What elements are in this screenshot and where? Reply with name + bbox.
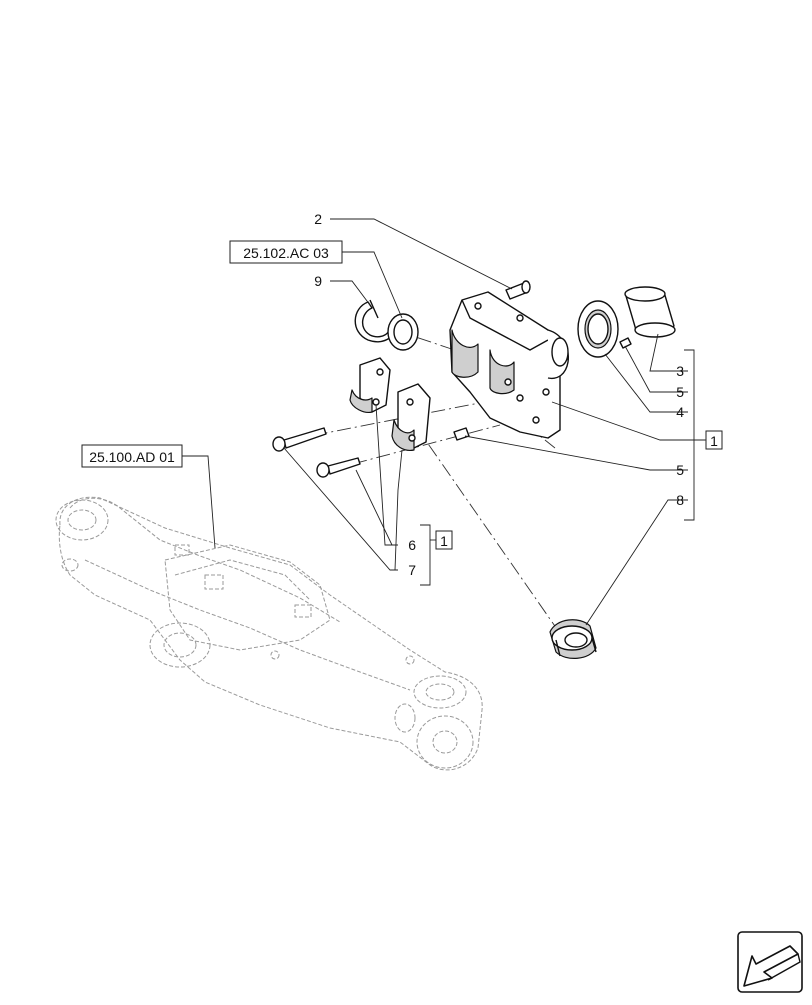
callout-5-lower: 5 <box>676 462 684 478</box>
callout-1-left: 1 <box>440 533 448 549</box>
callout-box-1-left: 1 <box>435 530 453 550</box>
pin-part-upper <box>619 337 632 349</box>
group-brackets <box>420 349 706 586</box>
callout-4: 4 <box>676 404 684 420</box>
callout-5-upper: 5 <box>676 384 684 400</box>
half-bushing-lower-part <box>391 383 431 451</box>
callout-1-right: 1 <box>710 433 718 449</box>
swivel-housing-part <box>449 291 569 439</box>
callout-7: 7 <box>408 562 416 578</box>
next-page-arrow-icon[interactable] <box>737 931 803 993</box>
axle-housing-ghost <box>55 496 483 771</box>
callout-3: 3 <box>676 363 684 379</box>
ref-label-25-100-ad-01: 25.100.AD 01 <box>89 449 175 465</box>
screw-part <box>505 280 531 300</box>
splined-ring-part <box>549 619 597 659</box>
callout-9: 9 <box>314 273 322 289</box>
bushing-part <box>624 286 676 338</box>
ref-label-25-102-ac-03: 25.102.AC 03 <box>243 245 329 261</box>
leader-lines <box>182 218 705 626</box>
callout-6: 6 <box>408 537 416 553</box>
bolt-part-upper <box>272 427 327 452</box>
callout-box-1-right: 1 <box>705 430 723 450</box>
ref-box-25-100-ad-01[interactable]: 25.100.AD 01 <box>81 444 183 468</box>
retaining-ring-part <box>387 313 419 351</box>
callout-2: 2 <box>314 211 322 227</box>
ref-box-25-102-ac-03[interactable]: 25.102.AC 03 <box>229 240 343 264</box>
seal-ring-part <box>577 300 619 358</box>
half-bushing-upper-part <box>349 357 391 413</box>
bolt-part-lower <box>316 457 361 478</box>
pin-part-lower <box>453 427 470 441</box>
callout-8: 8 <box>676 492 684 508</box>
